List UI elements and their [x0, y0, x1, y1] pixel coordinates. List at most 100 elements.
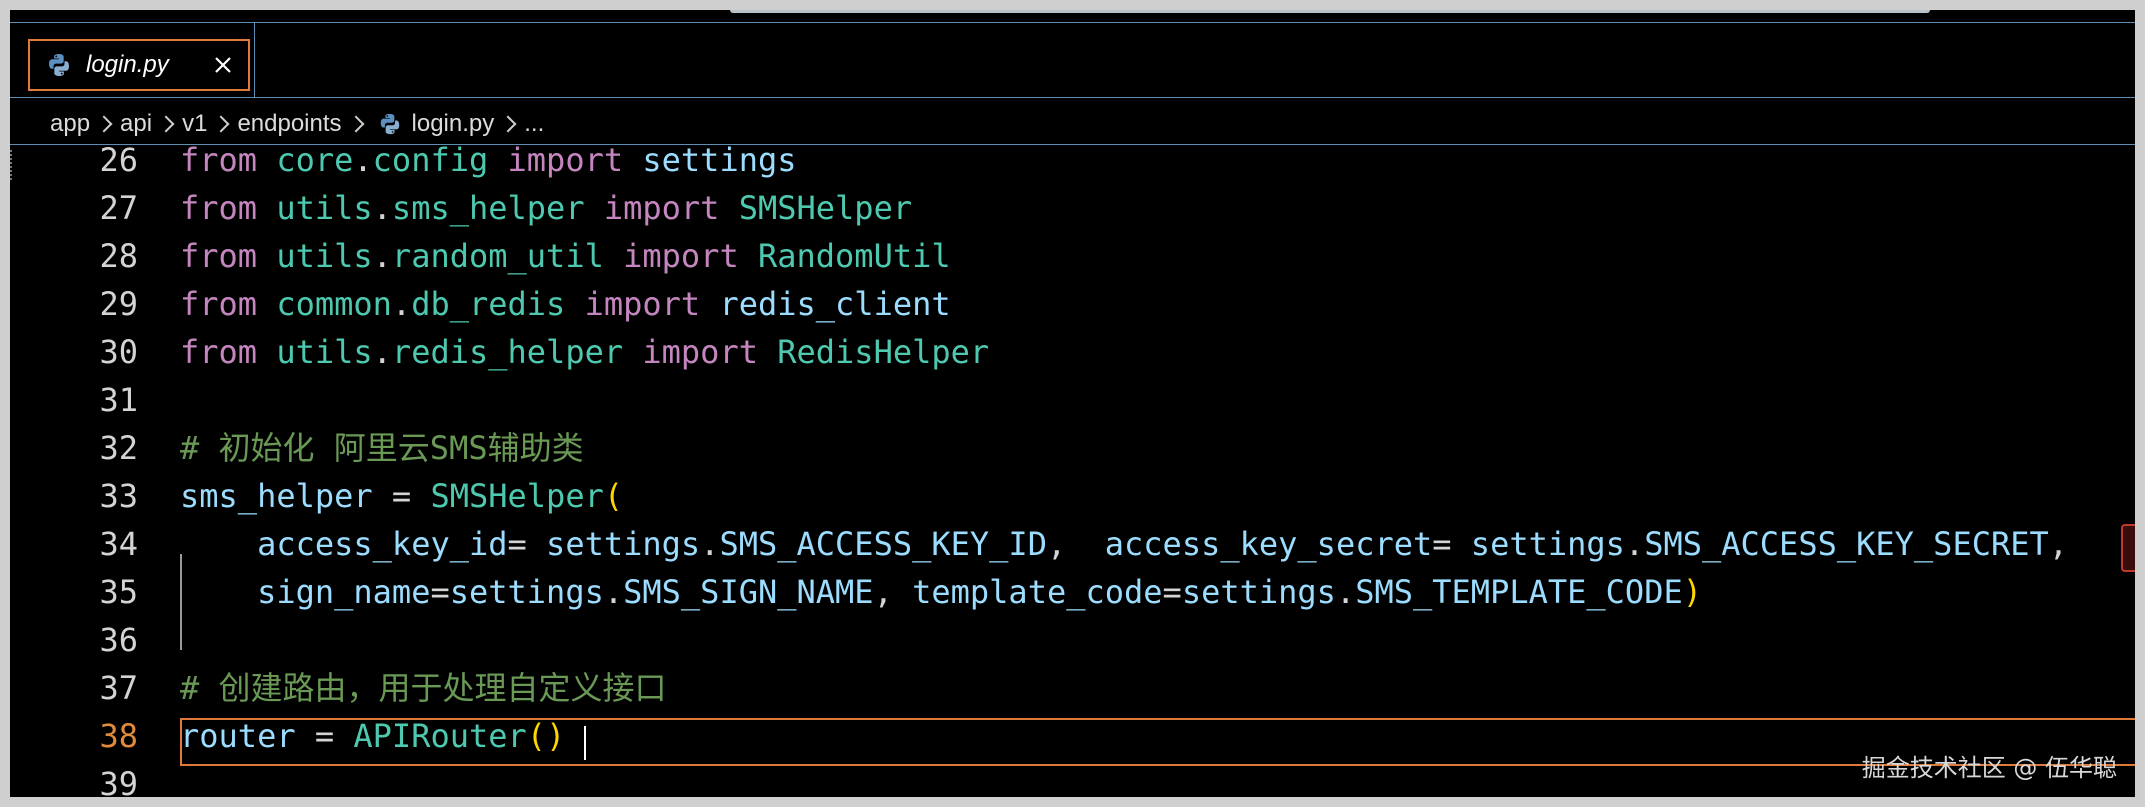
code-token — [488, 141, 507, 179]
gutter-marker — [10, 150, 16, 180]
code-text: from utils.sms_helper import SMSHelper — [180, 184, 912, 232]
code-token: config — [372, 141, 489, 179]
code-token: SMS_ACCESS_KEY_ID — [719, 525, 1047, 563]
indent-guide — [180, 554, 182, 650]
code-line[interactable]: 35 sign_name=settings.SMS_SIGN_NAME, tem… — [10, 568, 2135, 616]
code-token: redis_helper — [391, 333, 624, 371]
code-token: () — [526, 717, 566, 755]
code-token: settings — [1470, 525, 1625, 563]
code-text: router = APIRouter() — [180, 712, 565, 760]
line-number: 38 — [99, 717, 138, 755]
code-token — [180, 573, 257, 611]
code-token — [585, 189, 604, 227]
line-number: 32 — [99, 429, 138, 467]
code-token — [257, 237, 276, 275]
line-number: 36 — [99, 621, 138, 659]
line-number: 26 — [99, 141, 138, 179]
code-token: sign_name — [257, 573, 431, 611]
code-token: from — [180, 285, 258, 323]
code-token — [623, 141, 642, 179]
code-token: = — [507, 525, 547, 563]
title-strip — [730, 10, 1930, 13]
code-token: = — [430, 573, 450, 611]
code-line[interactable]: 28 from utils.random_util import RandomUt… — [10, 232, 2135, 280]
breadcrumb-item-app[interactable]: app — [50, 110, 91, 137]
code-token: settings — [1181, 573, 1336, 611]
code-text: from core.config import settings — [180, 136, 797, 184]
code-token: . — [372, 333, 392, 371]
code-line[interactable]: 31 — [10, 376, 2135, 424]
code-token — [180, 525, 257, 563]
code-text: # 初始化 阿里云SMS辅助类 — [180, 424, 584, 472]
code-token: utils — [276, 333, 373, 371]
code-token: ( — [603, 477, 624, 515]
code-line[interactable]: 37# 创建路由，用于处理自定义接口 — [10, 664, 2135, 712]
code-token: = — [1432, 525, 1471, 563]
line-number: 31 — [99, 381, 138, 419]
code-token: sms_helper — [180, 477, 373, 515]
code-token: APIRouter — [353, 717, 527, 755]
code-token: . — [372, 189, 392, 227]
code-token: import — [603, 189, 720, 227]
code-token — [565, 285, 584, 323]
code-token: from — [180, 189, 258, 227]
code-token: . — [1624, 525, 1645, 563]
code-token — [257, 141, 276, 179]
chevron-right-icon — [212, 115, 230, 133]
breadcrumb-item-endpoints[interactable]: endpoints — [237, 110, 342, 137]
code-token: . — [353, 141, 373, 179]
code-token: . — [603, 573, 624, 611]
close-icon[interactable] — [208, 49, 238, 81]
code-line[interactable]: 38 router = APIRouter() — [10, 712, 2135, 760]
chevron-right-icon — [347, 115, 365, 133]
breadcrumb-item-file[interactable]: login.py — [378, 110, 494, 138]
code-token: settings — [449, 573, 604, 611]
code-line[interactable]: 34 access_key_id= settings.SMS_ACCESS_KE… — [10, 520, 2135, 568]
code-token: from — [180, 141, 258, 179]
code-token: SMS_TEMPLATE_CODE — [1355, 573, 1683, 611]
python-file-icon — [46, 52, 72, 78]
breadcrumb-item-api[interactable]: api — [120, 110, 153, 137]
code-token: , — [873, 573, 913, 611]
chevron-right-icon — [157, 115, 175, 133]
code-token: access_key_id — [257, 525, 508, 563]
code-text: from utils.random_util import RandomUtil — [180, 232, 951, 280]
code-token: utils — [276, 189, 373, 227]
code-token — [758, 333, 777, 371]
tab-label: login.py — [86, 51, 169, 78]
code-text: from utils.redis_helper import RedisHelp… — [180, 328, 989, 376]
code-token: ) — [1682, 573, 1702, 611]
breadcrumb-item-v1[interactable]: v1 — [182, 110, 208, 137]
code-token: = — [372, 477, 431, 515]
code-token: settings — [546, 525, 701, 563]
line-number: 33 — [99, 477, 138, 515]
code-token: router — [180, 717, 296, 755]
line-number: 34 — [99, 525, 138, 563]
line-number: 37 — [99, 669, 138, 707]
tab-bar: login.py — [10, 22, 2135, 98]
code-text: access_key_id= settings.SMS_ACCESS_KEY_I… — [180, 520, 2068, 568]
code-line[interactable]: 36 — [10, 616, 2135, 664]
code-token: # 初始化 阿里云SMS辅助类 — [180, 429, 584, 467]
code-token: SMSHelper — [430, 477, 604, 515]
code-line[interactable]: 33 sms_helper = SMSHelper( — [10, 472, 2135, 520]
watermark: 掘金技术社区 @ 伍华聪 — [1861, 754, 2117, 782]
breadcrumb: app api v1 endpoints login.py ... — [50, 106, 544, 142]
breadcrumb-item-symbol[interactable]: ... — [524, 110, 545, 137]
code-line[interactable]: 32 # 初始化 阿里云SMS辅助类 — [10, 424, 2135, 472]
code-token: common — [276, 285, 392, 323]
code-line[interactable]: 39 — [10, 760, 2135, 797]
code-token — [257, 285, 276, 323]
code-token: , — [1046, 525, 1105, 563]
code-token: access_key_secret — [1104, 525, 1433, 563]
code-line[interactable]: 26 from core.config import settings — [10, 136, 2135, 184]
line-number: 28 — [99, 237, 138, 275]
code-token: settings — [642, 141, 797, 179]
tab-login-py[interactable]: login.py — [28, 39, 250, 91]
code-token: import — [584, 285, 701, 323]
code-token: import — [507, 141, 624, 179]
